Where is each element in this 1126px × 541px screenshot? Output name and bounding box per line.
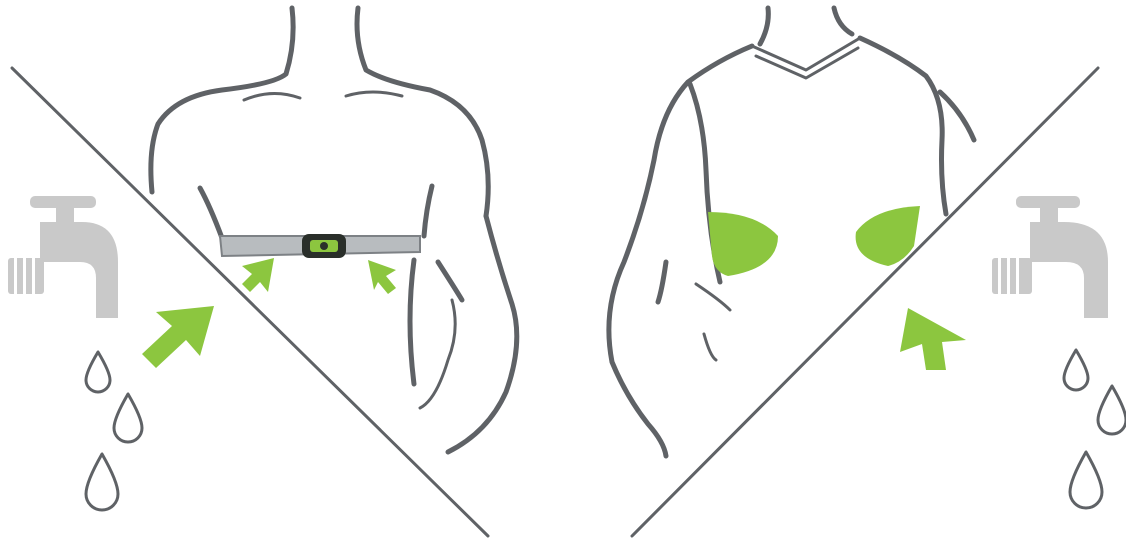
left-diagonal-divider xyxy=(12,68,488,536)
faucet-icon xyxy=(992,196,1108,318)
green-arrow-icon xyxy=(368,260,396,294)
water-drop-icon xyxy=(1070,452,1102,508)
water-drop-icon xyxy=(1064,350,1088,390)
green-arrow-icon xyxy=(242,258,274,292)
left-panel xyxy=(8,8,517,536)
water-drop-icon xyxy=(86,352,110,392)
faucet-icon xyxy=(8,196,118,318)
green-arrow-icon xyxy=(900,308,966,370)
moist-patch-left xyxy=(708,212,778,276)
back-torso-figure xyxy=(609,8,974,456)
water-drop-icon xyxy=(86,454,118,510)
water-drop-icon xyxy=(114,394,142,442)
right-panel xyxy=(609,8,1126,536)
green-arrow-icon xyxy=(142,306,214,368)
chest-strap xyxy=(220,234,420,258)
water-drop-icon xyxy=(1098,386,1126,434)
